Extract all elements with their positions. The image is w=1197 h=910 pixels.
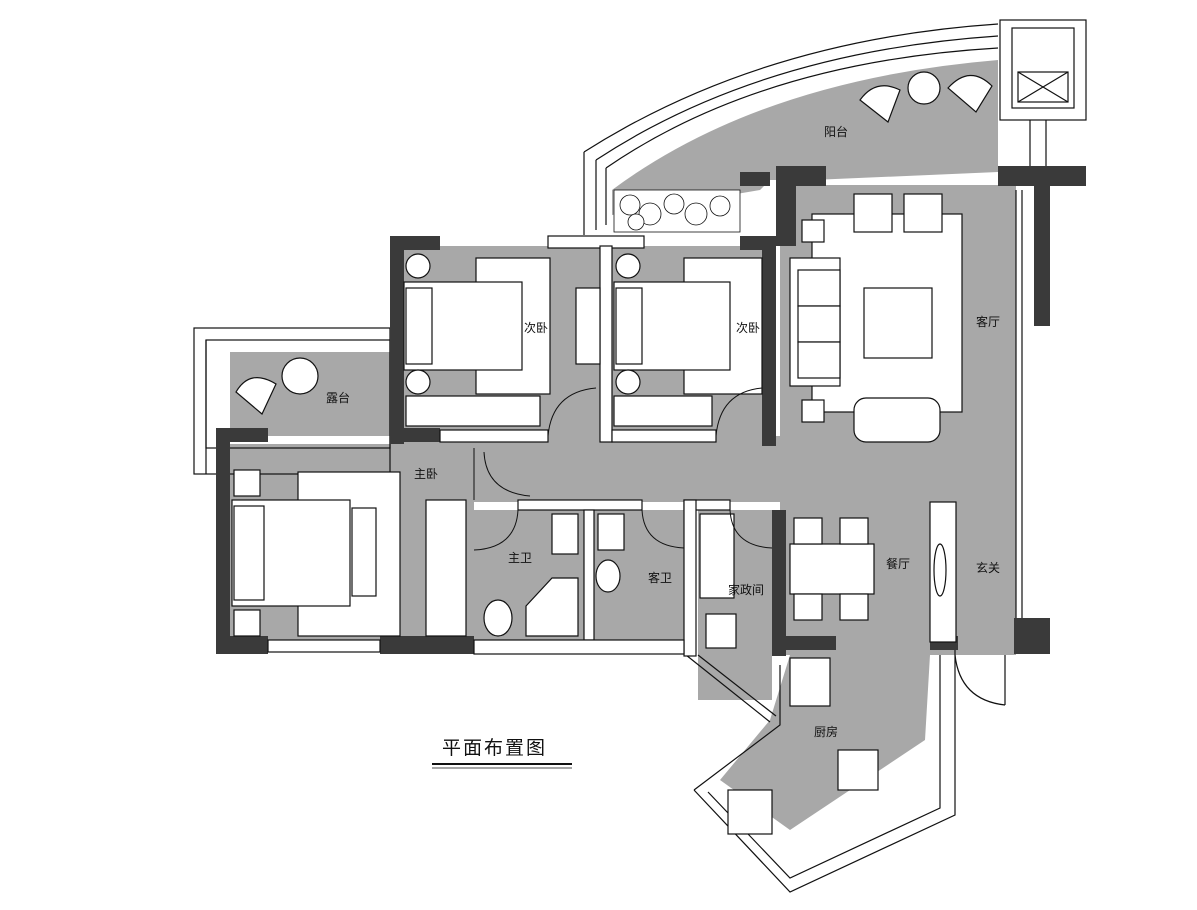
kitchen-floor (720, 655, 930, 830)
label-terrace: 露台 (326, 390, 350, 405)
planter (613, 189, 741, 233)
room-labels: 阳台 客厅 次卧 次卧 露台 主卧 主卫 客卫 家政间 餐厅 玄关 厨房 (326, 124, 1000, 739)
door-swings (473, 387, 773, 551)
plan-title-block: 平面布置图 (432, 737, 572, 769)
label-entry: 玄关 (976, 560, 1000, 575)
coffee-table (863, 287, 933, 359)
label-bedroom-2b: 次卧 (736, 321, 760, 335)
furniture (231, 71, 993, 835)
label-housekeeping: 家政间 (728, 582, 764, 597)
label-balcony: 阳台 (824, 124, 848, 139)
dining-table (789, 543, 875, 595)
walls (216, 166, 1086, 656)
label-kitchen: 厨房 (814, 724, 838, 739)
label-guest-bath: 客卫 (648, 570, 672, 585)
label-dining: 餐厅 (886, 556, 910, 571)
plan-title: 平面布置图 (442, 737, 547, 759)
balcony-floor (612, 60, 998, 215)
label-living-room: 客厅 (976, 314, 1000, 329)
label-master-bedroom: 主卧 (414, 467, 438, 481)
label-master-bath: 主卫 (508, 551, 532, 565)
label-bedroom-2a: 次卧 (524, 321, 548, 335)
floor-areas (230, 60, 1016, 830)
outline-lines (193, 19, 1087, 893)
